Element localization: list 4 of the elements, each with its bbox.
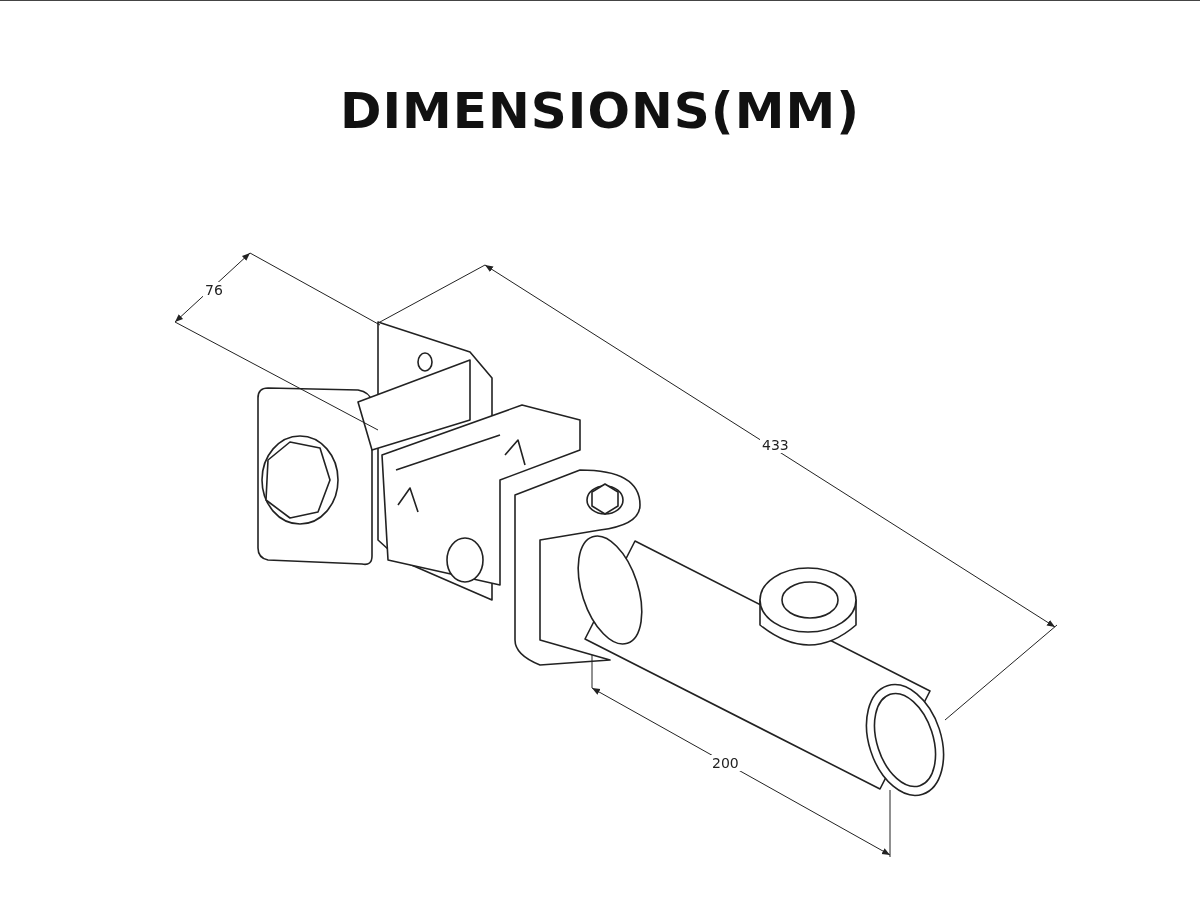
dimension-label: 433 <box>760 437 791 453</box>
dimension-label: 200 <box>710 755 741 771</box>
page-title: DIMENSIONS(MM) <box>338 82 862 140</box>
dimension-label: 76 <box>203 282 225 298</box>
